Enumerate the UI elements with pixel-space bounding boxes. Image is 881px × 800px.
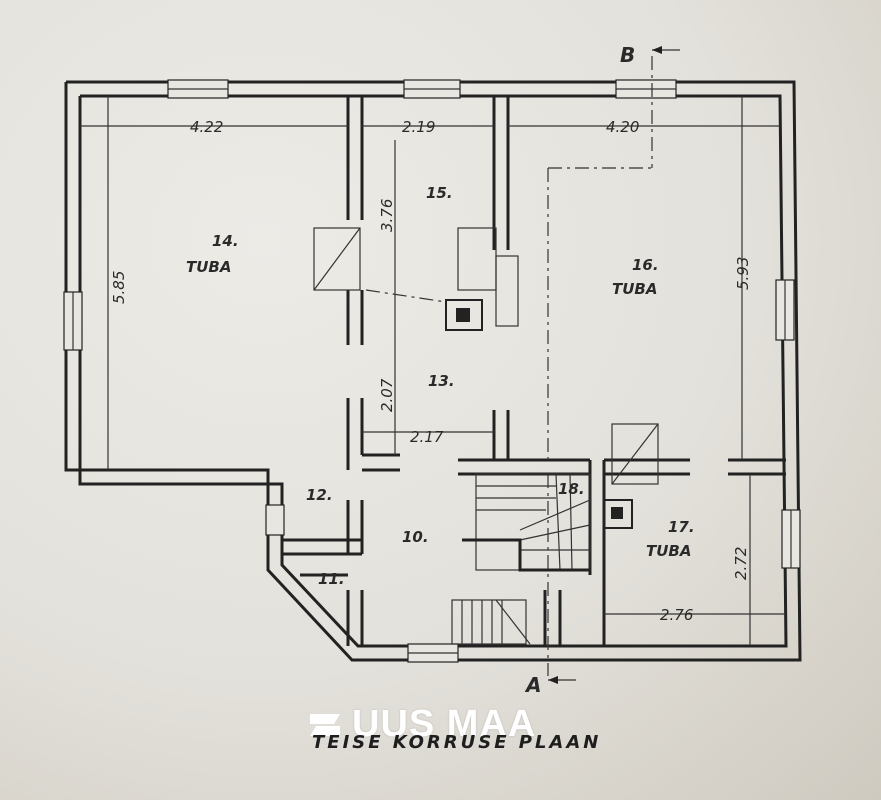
dim-room14-width: 4.22 — [190, 118, 223, 136]
room-15-number: 15. — [426, 184, 453, 202]
room-13-number: 13. — [428, 372, 455, 390]
room-17-name: TUBA — [646, 542, 691, 560]
room-11-number: 11. — [318, 570, 345, 588]
watermark-logo: UUS MAA — [308, 702, 537, 745]
dim-room15-width: 2.19 — [402, 118, 435, 136]
interior-walls — [282, 96, 786, 646]
dim-hall-width: 2.17 — [410, 428, 444, 446]
room-17-number: 17. — [668, 518, 695, 536]
room-18-number: 18. — [558, 480, 585, 498]
dim-hall-depth: 2.07 — [378, 378, 396, 412]
room-16-name: TUBA — [612, 280, 657, 298]
section-arrows — [548, 46, 680, 684]
dim-room14-depth: 5.85 — [110, 271, 128, 304]
room-16-number: 16. — [632, 256, 659, 274]
watermark-brand-text: UUS MAA — [352, 702, 537, 745]
dim-room16-width: 4.20 — [606, 118, 639, 136]
staircase-lower — [451, 599, 531, 645]
section-marker-b: B — [620, 43, 635, 67]
dim-room17-depth: 2.72 — [732, 547, 750, 580]
exterior-walls — [64, 80, 802, 662]
windows — [63, 79, 801, 663]
section-lines — [365, 56, 653, 676]
staircase-18 — [462, 473, 591, 572]
room-14-number: 14. — [212, 232, 239, 250]
uus-maa-logo-icon — [308, 710, 342, 738]
dim-room17-width: 2.76 — [660, 606, 693, 624]
stoves — [313, 227, 659, 529]
room-14-name: TUBA — [186, 258, 231, 276]
room-12-number: 12. — [306, 486, 333, 504]
room-10-number: 10. — [402, 528, 429, 546]
dim-room16-depth: 5.93 — [734, 257, 752, 290]
section-marker-a: A — [524, 673, 541, 697]
plan-caption: TEISE KORRUSE PLAAN — [312, 732, 602, 753]
dim-room15-depth: 3.76 — [378, 199, 396, 232]
dimension-lines — [80, 96, 786, 646]
